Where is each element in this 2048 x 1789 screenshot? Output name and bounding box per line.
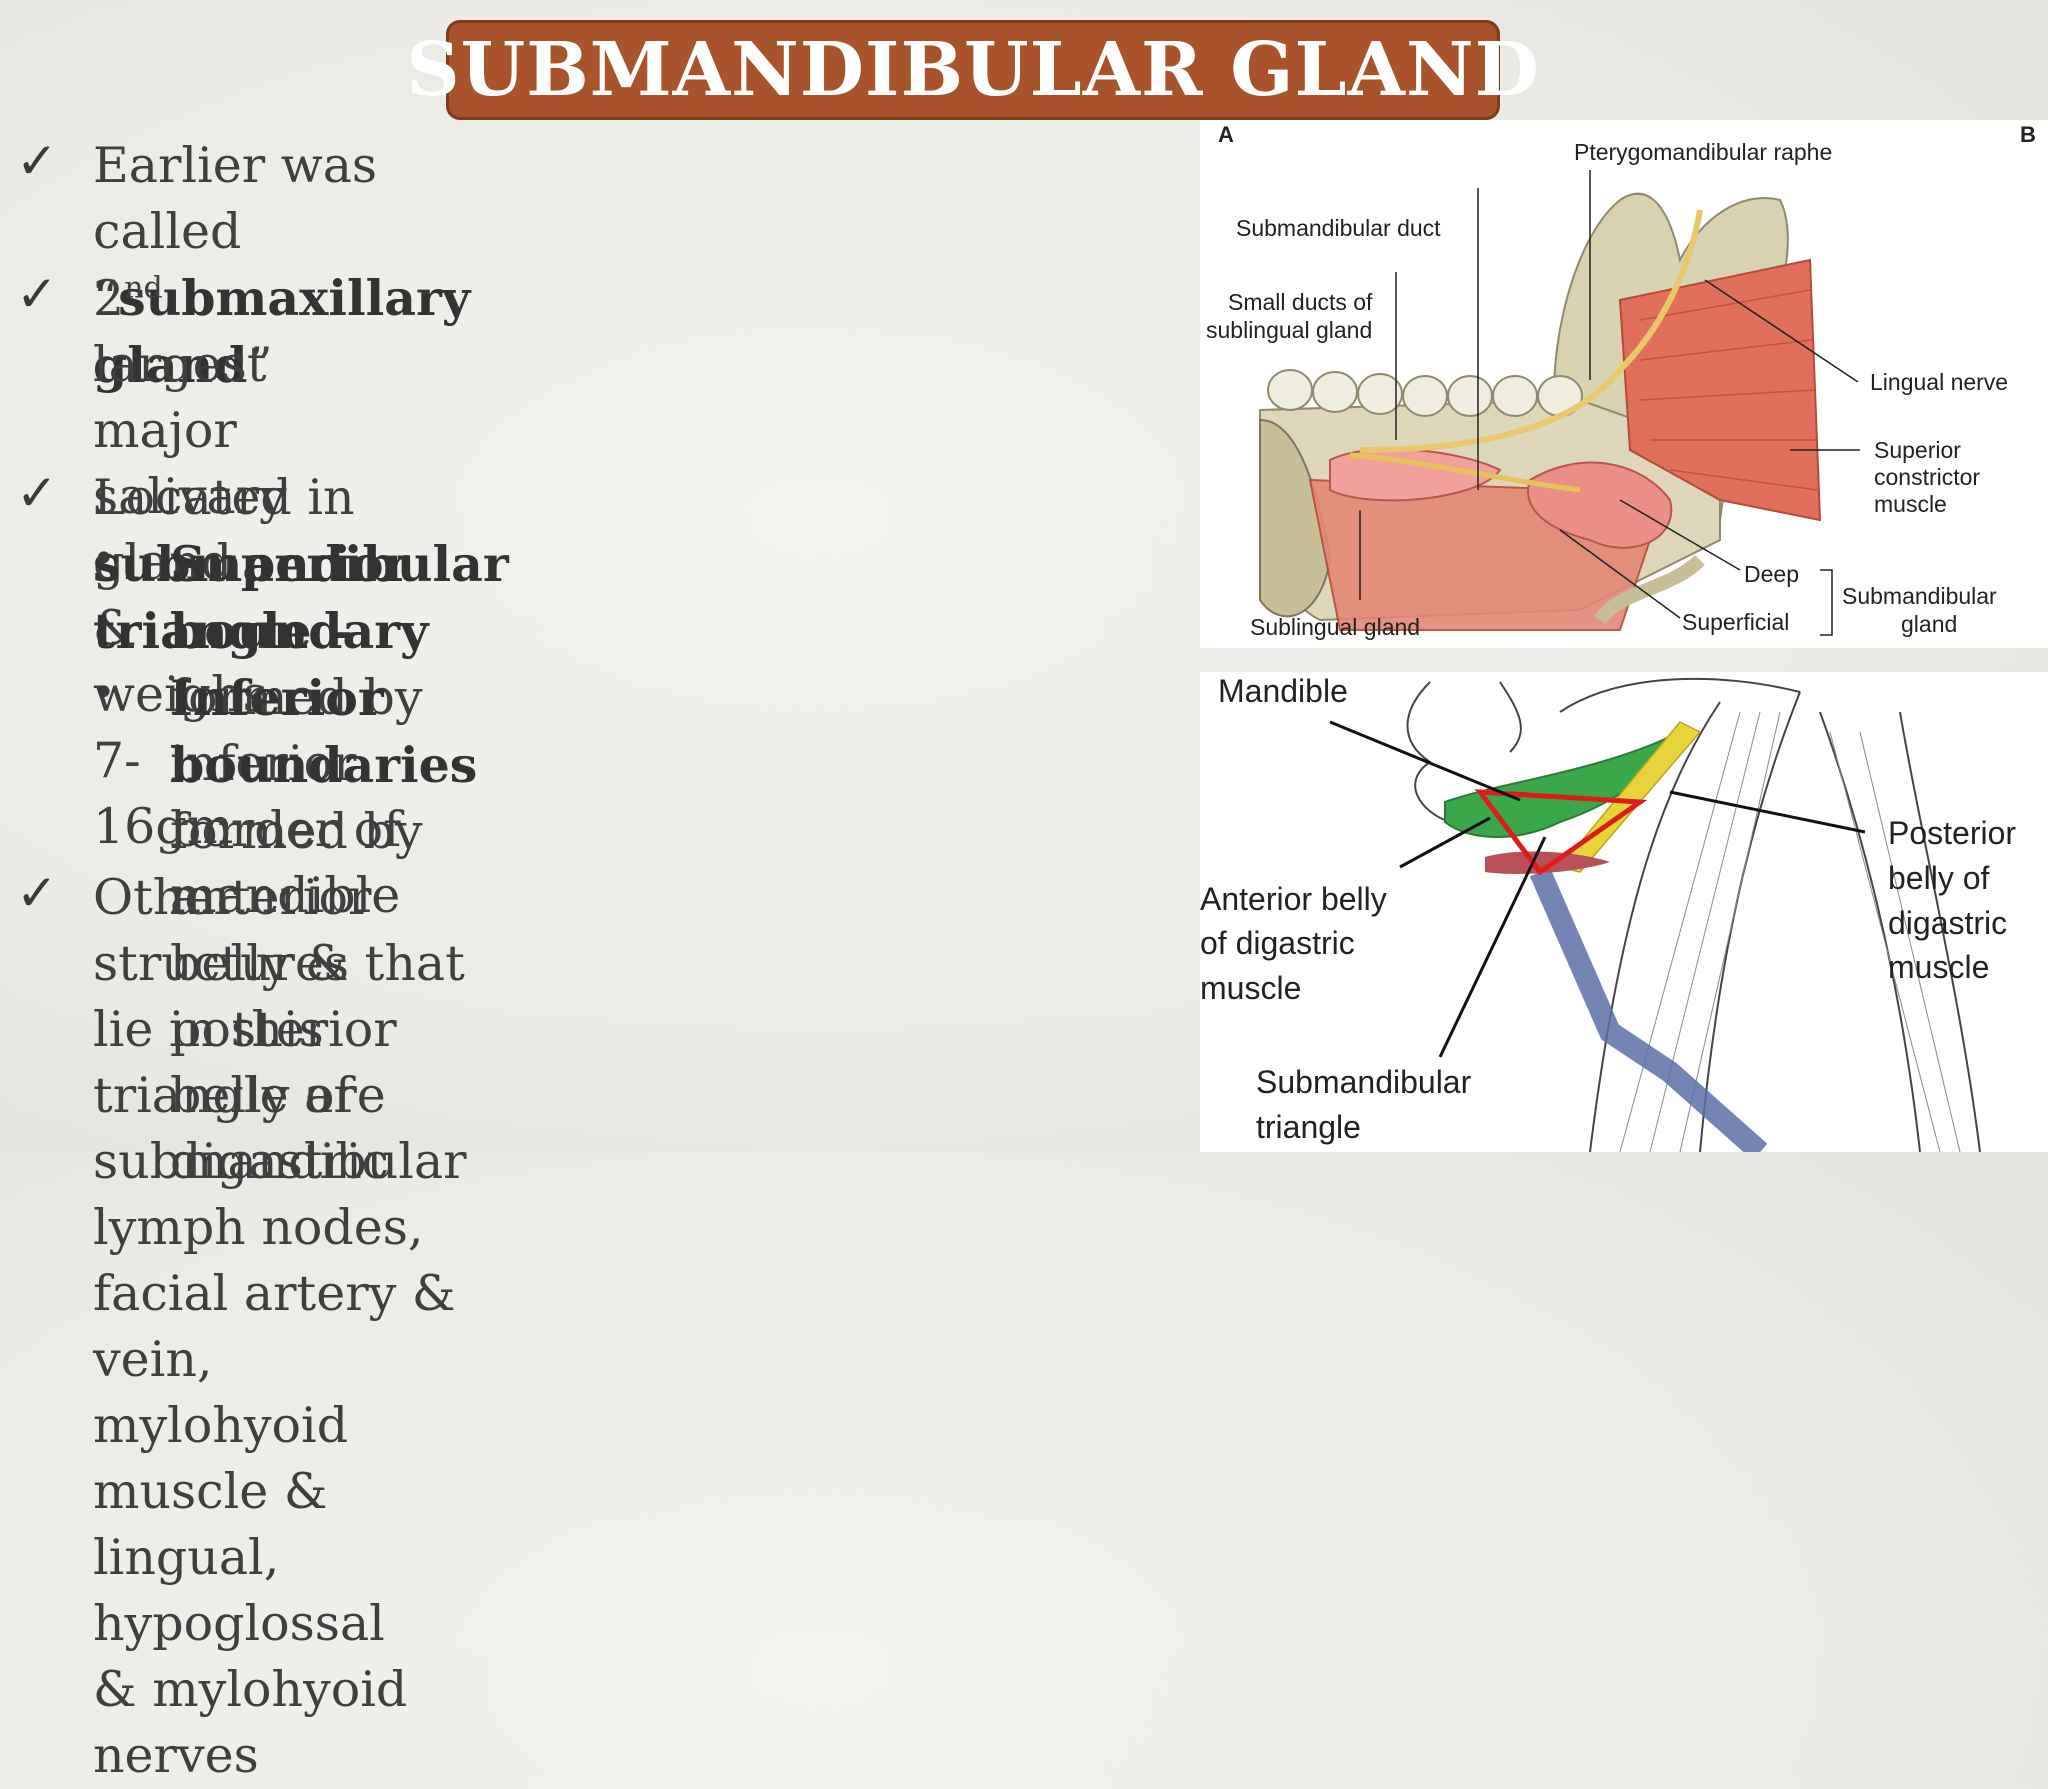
sub-bullet-1-rest1: formed by inferior <box>170 669 423 792</box>
sub-bullet-2-rest1: formed by anterior <box>170 803 423 926</box>
sub-bullet-1-bold: Superior boundary <box>170 535 429 660</box>
bullet-1: Earlier was called “submaxillary gland” <box>93 133 470 399</box>
label-superior-2: constrictor <box>1874 464 1980 490</box>
bullet-4-line4: & mylohyoid nerves <box>93 1661 408 1784</box>
panel-a-label: A <box>1218 122 1234 147</box>
lingual-nerve <box>1359 209 1703 453</box>
sub-bullet-1-rest2: border of mandible <box>170 801 402 924</box>
bullet-1-close: ” <box>247 337 273 394</box>
bullet-4: Other structures that lie in this triang… <box>93 865 467 1789</box>
label-submandibular-duct: Submandibular duct <box>1236 215 1441 241</box>
label-small-ducts-1: Small ducts of <box>1228 289 1373 315</box>
bullet-4-line2: submandibular lymph nodes, facial artery… <box>93 1133 467 1322</box>
teeth <box>1267 369 1583 417</box>
gland-anatomy-figure: A B Pterygomandibular raphe Submandibula… <box>1200 120 2048 648</box>
sub-bullet-2-bold: Inferior boundaries <box>170 669 478 794</box>
leader-lines <box>1359 170 1860 636</box>
bullet-4-line3: vein, mylohyoid muscle & lingual, hypogl… <box>93 1331 385 1652</box>
label-small-ducts-2: sublingual gland <box>1206 317 1372 343</box>
hyoid-bone <box>1594 554 1705 625</box>
triangle-figure: Mandible Anterior belly of digastric mus… <box>1200 672 2048 1152</box>
label-sublingual-gland: Sublingual gland <box>1250 614 1420 640</box>
bullet-3-text: Located in <box>93 469 355 526</box>
checkmark-icon: ✓ <box>16 464 58 522</box>
label-deep: Deep <box>1744 561 1799 587</box>
sub-bullet-2: Inferior boundaries formed by anterior b… <box>170 665 477 1195</box>
muscle-fibers <box>1639 289 1819 491</box>
label-posterior-4: muscle <box>1888 949 1989 985</box>
bullet-1-bold: submaxillary gland <box>93 269 471 394</box>
bullet-2-line2: 16gm <box>93 798 234 855</box>
submandibular-gland <box>1527 461 1673 549</box>
page-title: SUBMANDIBULAR GLAND <box>406 27 1540 113</box>
submandibular-duct <box>1349 452 1581 493</box>
label-mandible: Mandible <box>1218 673 1348 709</box>
label-superior-1: Superior <box>1874 437 1961 463</box>
bullet-3-bold: submandibular triangle – <box>93 535 509 660</box>
bullet-2-line1: largest major salivary gland & weighs 7- <box>93 336 287 789</box>
bullet-4-line1: Other structures that lie in this triang… <box>93 869 465 1124</box>
label-triangle-2: triangle <box>1256 1109 1361 1145</box>
label-raphe: Pterygomandibular raphe <box>1574 139 1832 165</box>
bullet-1-text: Earlier was called “ <box>93 137 378 327</box>
facial-vessel <box>1485 851 1610 874</box>
label-anterior-1: Anterior belly <box>1200 881 1387 917</box>
sub-bullet-1: Superior boundary formed by inferior bor… <box>170 531 429 929</box>
checkmark-icon: ✓ <box>16 265 58 323</box>
label-anterior-2: of digastric <box>1200 925 1355 961</box>
panel-b-label: B <box>2020 122 2036 147</box>
title-banner: SUBMANDIBULAR GLAND <box>406 20 1539 120</box>
bullet-dot-icon: • <box>92 536 116 582</box>
bullet-dot-icon: • <box>92 670 116 716</box>
label-submandibular-gland-2: gland <box>1901 611 1957 637</box>
label-posterior-1: Posterior <box>1888 815 2016 851</box>
bullet-3: Located in submandibular triangle – <box>93 465 509 665</box>
label-posterior-2: belly of <box>1888 860 1990 896</box>
checkmark-icon: ✓ <box>16 864 58 922</box>
checkmark-icon: ✓ <box>16 132 58 190</box>
label-triangle-1: Submandibular <box>1256 1064 1472 1100</box>
label-superior-3: muscle <box>1874 491 1947 517</box>
label-lingual-nerve: Lingual nerve <box>1870 369 2008 395</box>
label-posterior-3: digastric <box>1888 905 2007 941</box>
label-anterior-3: muscle <box>1200 970 1301 1006</box>
label-superficial: Superficial <box>1682 609 1789 635</box>
submandibular-triangle-outline <box>1474 789 1648 876</box>
bullet-2-num: 2 <box>93 270 125 327</box>
leader-lines <box>1329 720 1866 1058</box>
vessel-band <box>1529 867 1768 1152</box>
superior-constrictor-muscle <box>1618 258 1822 522</box>
bullet-2-sup: nd <box>124 270 163 306</box>
bullet-2: 2nd largest major salivary gland & weigh… <box>93 266 287 860</box>
label-submandibular-gland-1: Submandibular <box>1842 583 1997 609</box>
